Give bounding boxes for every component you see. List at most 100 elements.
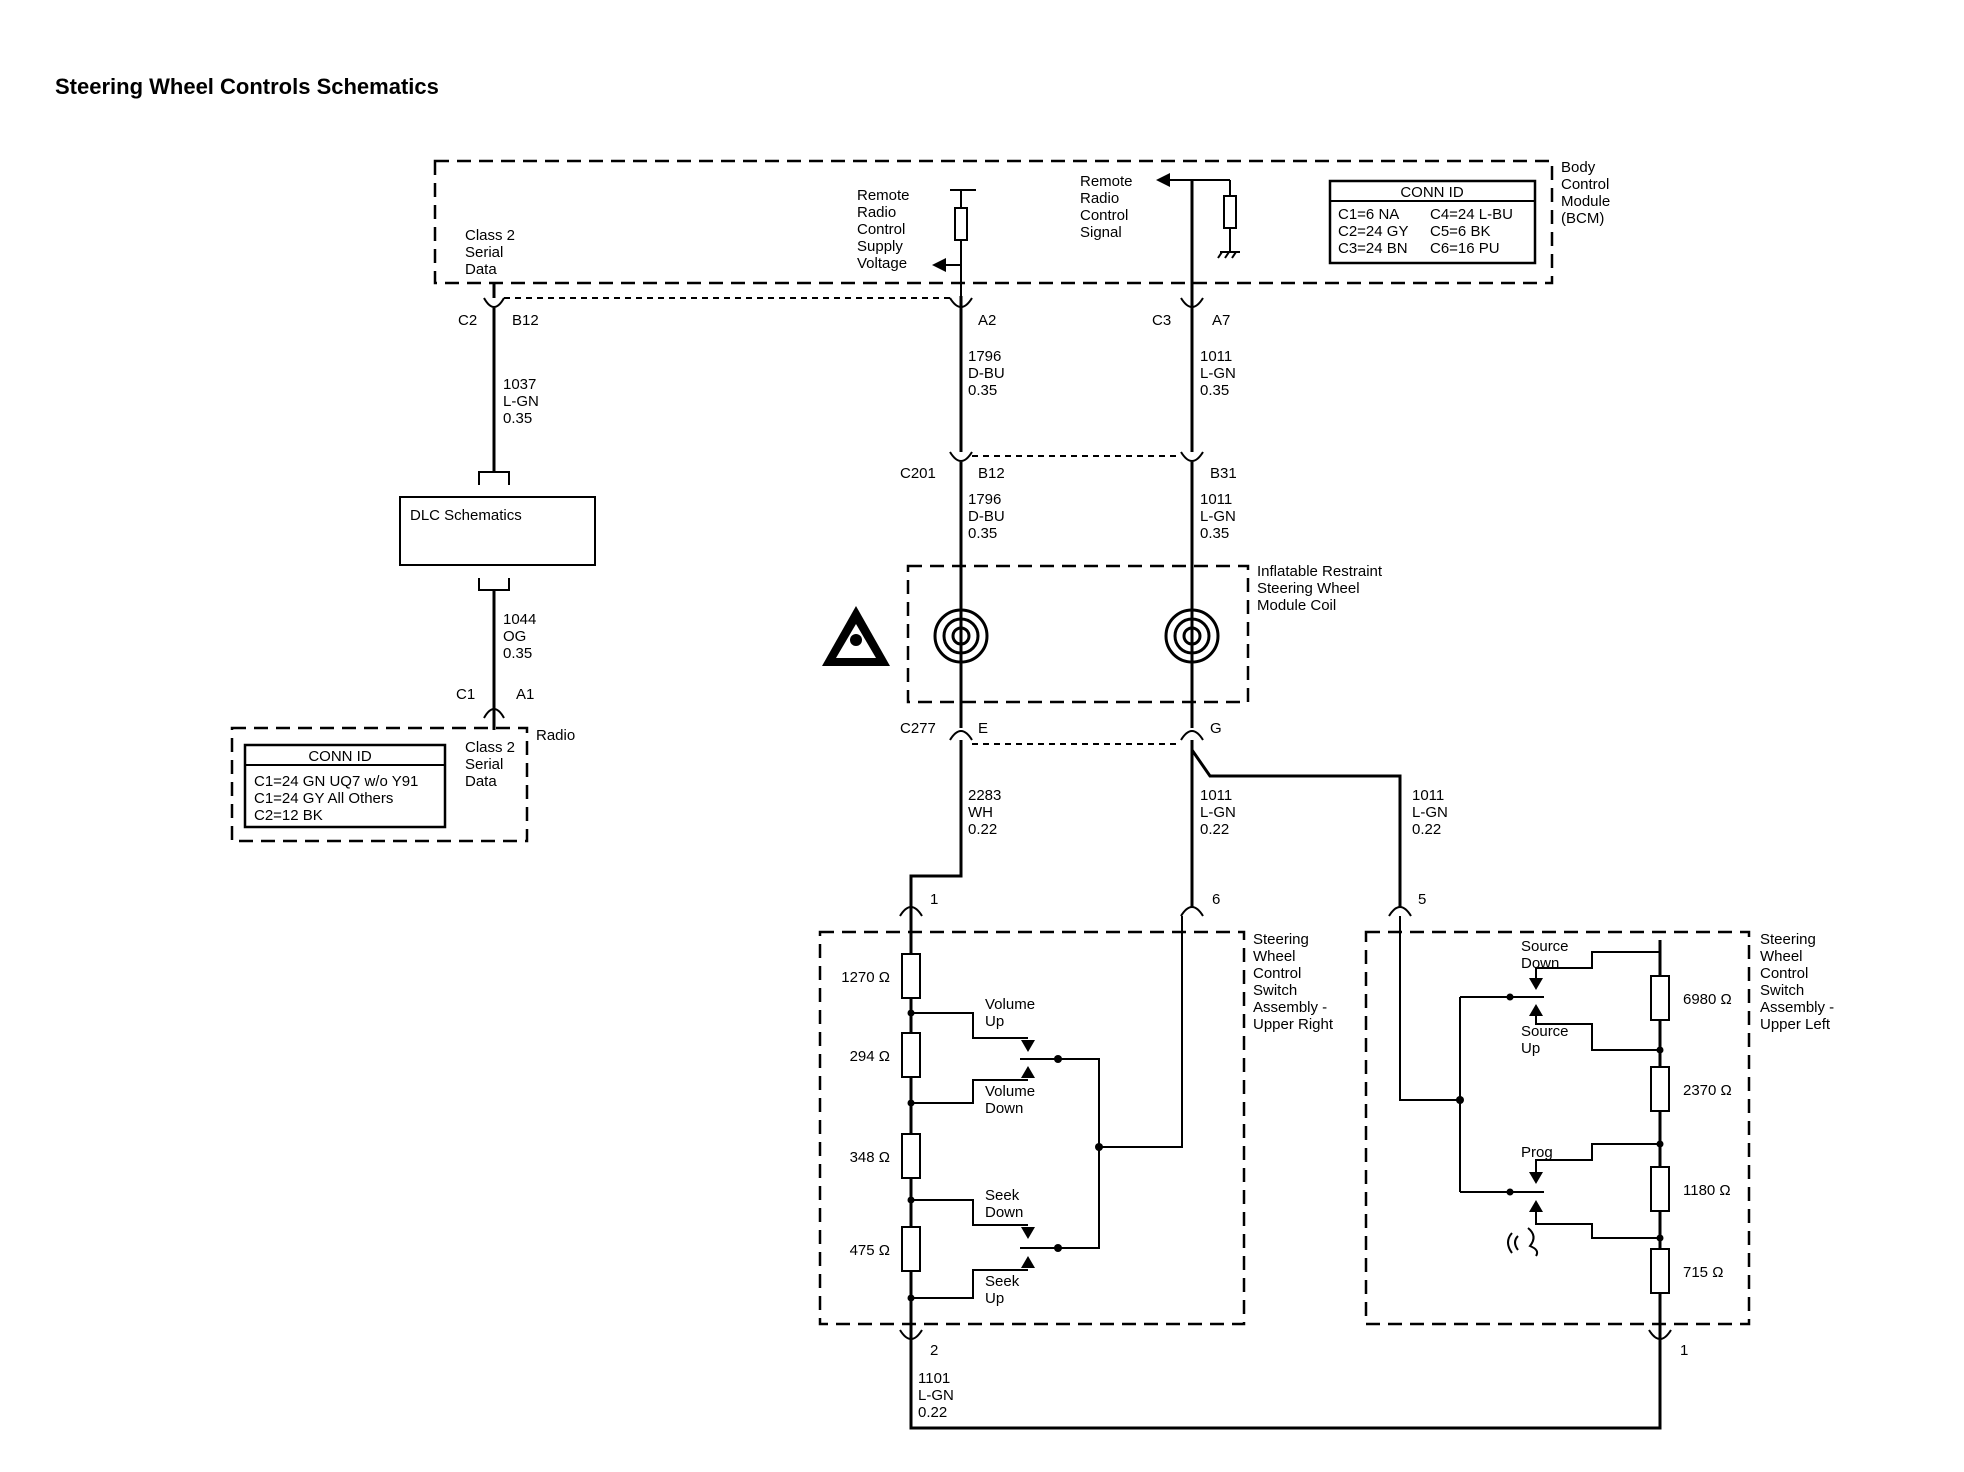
radio-conn-id-row: C1=24 GN UQ7 w/o Y91 — [254, 773, 418, 790]
wire-color: L-GN — [918, 1387, 954, 1404]
resistor-6980 — [1650, 975, 1670, 1021]
radio-class2-label-2: Serial — [465, 756, 503, 773]
seek-up-switch-icon[interactable] — [1021, 1256, 1035, 1268]
seek-down-label: Seek — [985, 1187, 1020, 1204]
coil-label-2: Steering Wheel — [1257, 580, 1360, 597]
dlc-schematics-box[interactable] — [399, 496, 596, 566]
prog-label: Prog — [1521, 1144, 1553, 1161]
bcm-c2-connector — [483, 297, 505, 308]
resistor-2370 — [1650, 1066, 1670, 1112]
supply-label-2: Radio — [857, 204, 896, 221]
resistor-1270 — [901, 953, 921, 999]
c201-label: C201 — [900, 465, 936, 482]
c277-e-label: E — [978, 720, 988, 737]
seek-down-label: Down — [985, 1204, 1023, 1221]
clockspring-coil-icon — [933, 608, 989, 664]
source-up-switch-icon[interactable] — [1529, 1004, 1543, 1016]
wire-gauge: 0.35 — [968, 382, 997, 399]
source-down-switch-icon[interactable] — [1529, 978, 1543, 990]
signal-label-2: Radio — [1080, 190, 1119, 207]
connector-c277: C277 E G — [900, 720, 1222, 745]
wire-number: 1011 — [1200, 348, 1232, 365]
source-up-label: Up — [1521, 1040, 1540, 1057]
wire-number: 1037 — [503, 376, 536, 393]
seek-up-label: Seek — [985, 1273, 1020, 1290]
connector-c201: C201 B12 B31 — [900, 451, 1237, 482]
resistor-1180 — [1650, 1166, 1670, 1212]
wire-gauge: 0.22 — [1200, 821, 1229, 838]
bcm-conn-id-row: C3=24 BN — [1338, 240, 1408, 257]
volume-up-label: Volume — [985, 996, 1035, 1013]
resistor-348 — [901, 1133, 921, 1179]
ground-icon — [1217, 251, 1240, 259]
wire-gauge: 0.22 — [1412, 821, 1441, 838]
seek-up-label: Up — [985, 1290, 1004, 1307]
wire-number: 1011 — [1200, 491, 1232, 508]
wire-gauge: 0.35 — [503, 645, 532, 662]
voice-switch-icon[interactable] — [1529, 1200, 1543, 1212]
wire-gauge: 0.35 — [1200, 525, 1229, 542]
coil-label-3: Module Coil — [1257, 597, 1336, 614]
wire-color: D-BU — [968, 365, 1005, 382]
upper-right-label: Assembly - — [1253, 999, 1327, 1016]
upper-left-outline — [1364, 930, 1751, 1326]
resistor-value: 715 Ω — [1683, 1264, 1723, 1281]
coil-label-1: Inflatable Restraint — [1257, 563, 1383, 580]
wire-number: 1796 — [968, 491, 1001, 508]
volume-down-label: Down — [985, 1100, 1023, 1117]
wire-number: 1011 — [1412, 787, 1444, 804]
source-up-label: Source — [1521, 1023, 1569, 1040]
resistor-value: 475 Ω — [850, 1242, 890, 1259]
connector-c2-label: C2 — [458, 312, 477, 329]
pin-label: 1 — [1680, 1342, 1688, 1359]
supply-label-1: Remote — [857, 187, 910, 204]
pin-5-connector — [1388, 906, 1412, 917]
wire-gauge: 0.22 — [918, 1404, 947, 1421]
supply-arrow-icon — [932, 258, 946, 272]
upper-left-label: Upper Left — [1760, 1016, 1831, 1033]
dlc-bottom-pin — [478, 578, 510, 591]
radio-label: Radio — [536, 727, 575, 744]
resistor-value: 1180 Ω — [1683, 1182, 1731, 1199]
source-down-label: Source — [1521, 938, 1569, 955]
wire-1101 — [909, 1340, 1662, 1430]
radio-conn-id-header: CONN ID — [308, 748, 372, 765]
clockspring-coil-icon — [1164, 608, 1220, 664]
pin-1-connector — [899, 906, 923, 917]
bcm-conn-id-row: C4=24 L-BU — [1430, 206, 1513, 223]
resistor-294 — [901, 1032, 921, 1078]
coil-outline — [906, 564, 1250, 704]
supply-label-5: Voltage — [857, 255, 907, 272]
pin-6-connector — [1180, 906, 1204, 917]
connector-a2-label: A2 — [978, 312, 996, 329]
upper-right-label: Control — [1253, 965, 1301, 982]
upper-left-label: Control — [1760, 965, 1808, 982]
wire-2283 — [909, 740, 963, 908]
resistor-value: 6980 Ω — [1683, 991, 1732, 1008]
resistor-value: 2370 Ω — [1683, 1082, 1732, 1099]
wire-gauge: 0.35 — [1200, 382, 1229, 399]
seek-down-switch-icon[interactable] — [1021, 1227, 1035, 1239]
upper-left-label: Switch — [1760, 982, 1804, 999]
volume-up-switch-icon[interactable] — [1021, 1040, 1035, 1052]
volume-down-switch-icon[interactable] — [1021, 1066, 1035, 1078]
prog-switch-icon[interactable] — [1529, 1172, 1543, 1184]
wire-number: 1011 — [1200, 787, 1232, 804]
wire-gauge: 0.35 — [968, 525, 997, 542]
pin-1-left-connector — [1648, 1329, 1672, 1340]
wire-number: 1101 — [918, 1370, 950, 1387]
bcm-conn-id-row: C6=16 PU — [1430, 240, 1500, 257]
radio-c1-label: C1 — [456, 686, 475, 703]
resistor-value: 1270 Ω — [841, 969, 890, 986]
c201-b31-label: B31 — [1210, 465, 1237, 482]
page-title: Steering Wheel Controls Schematics — [55, 74, 439, 99]
bcm-class2-label-1: Class 2 — [465, 227, 515, 244]
upper-left-label: Wheel — [1760, 948, 1803, 965]
pin-label: 2 — [930, 1342, 938, 1359]
wire-color: L-GN — [503, 393, 539, 410]
dlc-label: DLC Schematics — [410, 507, 522, 524]
wire-color: L-GN — [1412, 804, 1448, 821]
radio-conn-id-row: C2=12 BK — [254, 807, 323, 824]
resistor-475 — [901, 1226, 921, 1272]
